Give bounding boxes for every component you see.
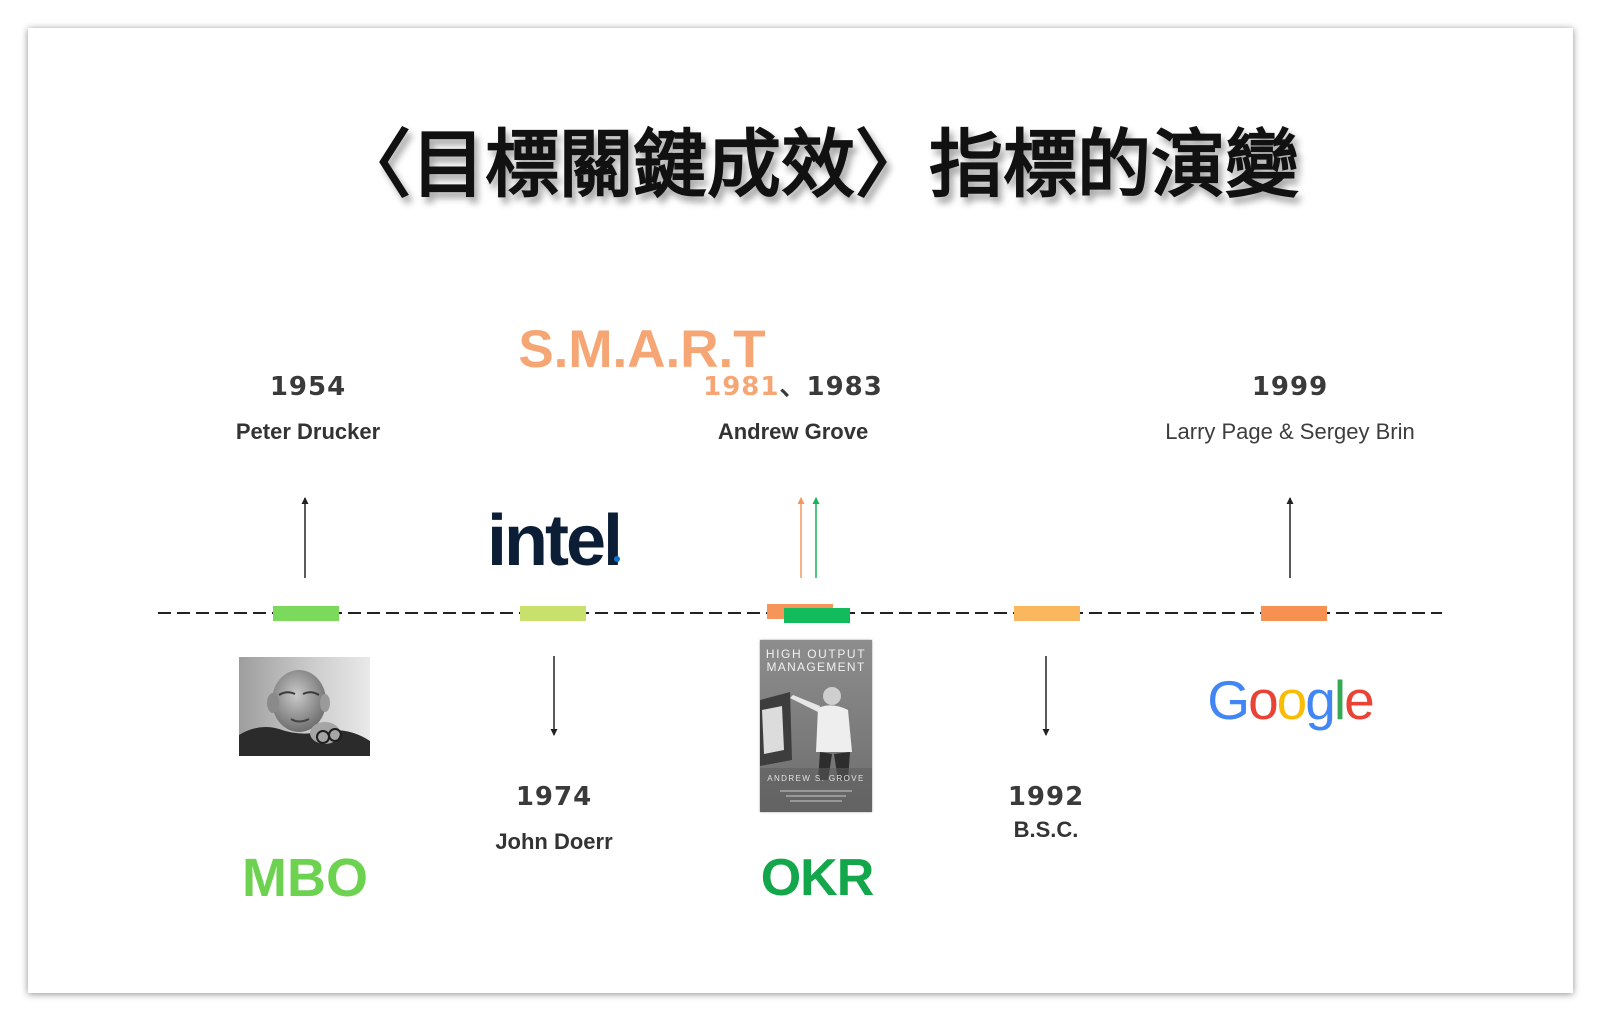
portrait-image xyxy=(239,657,370,756)
intel-logo: intel xyxy=(487,501,623,581)
doerr-year: 1974 xyxy=(515,782,593,812)
mbo-person: Peter Drucker xyxy=(235,419,381,444)
google-logo-letter: G xyxy=(1207,669,1250,731)
okr-label: OKR xyxy=(760,849,875,907)
book-title-line2: MANAGEMENT xyxy=(766,660,866,674)
book-cover-figure xyxy=(760,687,872,812)
google-logo-letter: g xyxy=(1305,669,1336,731)
book-author: ANDREW S. GROVE xyxy=(767,774,865,783)
okr-year: 1983 xyxy=(806,372,883,402)
intel-logo-dot xyxy=(614,556,620,562)
year-separator: 、 xyxy=(779,372,807,402)
bsc-year: 1992 xyxy=(1007,782,1085,812)
bsc-label: B.S.C. xyxy=(1013,817,1079,842)
google-logo: Google xyxy=(1140,673,1440,728)
doerr-person: John Doerr xyxy=(495,829,613,854)
google-founders: Larry Page & Sergey Brin xyxy=(1165,419,1415,444)
book-title-line1: HIGH OUTPUT xyxy=(765,647,867,661)
high-output-management-book-cover: HIGH OUTPUT MANAGEMENT ANDREW S. GROVE xyxy=(760,640,872,812)
google-logo-letter: l xyxy=(1333,669,1346,731)
google-marker xyxy=(1261,606,1327,621)
smart-year: 1981 xyxy=(703,372,780,402)
bsc-marker xyxy=(1014,606,1080,621)
okr-person: Andrew Grove xyxy=(717,419,869,444)
mbo-label: MBO xyxy=(242,848,368,908)
peter-drucker-photo xyxy=(239,657,370,756)
smart-label: S.M.A.R.T xyxy=(518,320,766,379)
mbo-year: 1954 xyxy=(269,372,347,402)
google-logo-letter: o xyxy=(1248,669,1279,731)
okr-marker xyxy=(784,608,850,623)
page-title: 〈目標關鍵成效〉指標的演變 xyxy=(337,122,1299,208)
google-year: 1999 xyxy=(1251,372,1329,402)
okr-years: 1981、1983 xyxy=(643,374,943,400)
mbo-marker xyxy=(273,606,339,621)
doerr-marker xyxy=(520,606,586,621)
google-logo-letter: e xyxy=(1344,669,1375,731)
google-logo-letter: o xyxy=(1276,669,1308,731)
